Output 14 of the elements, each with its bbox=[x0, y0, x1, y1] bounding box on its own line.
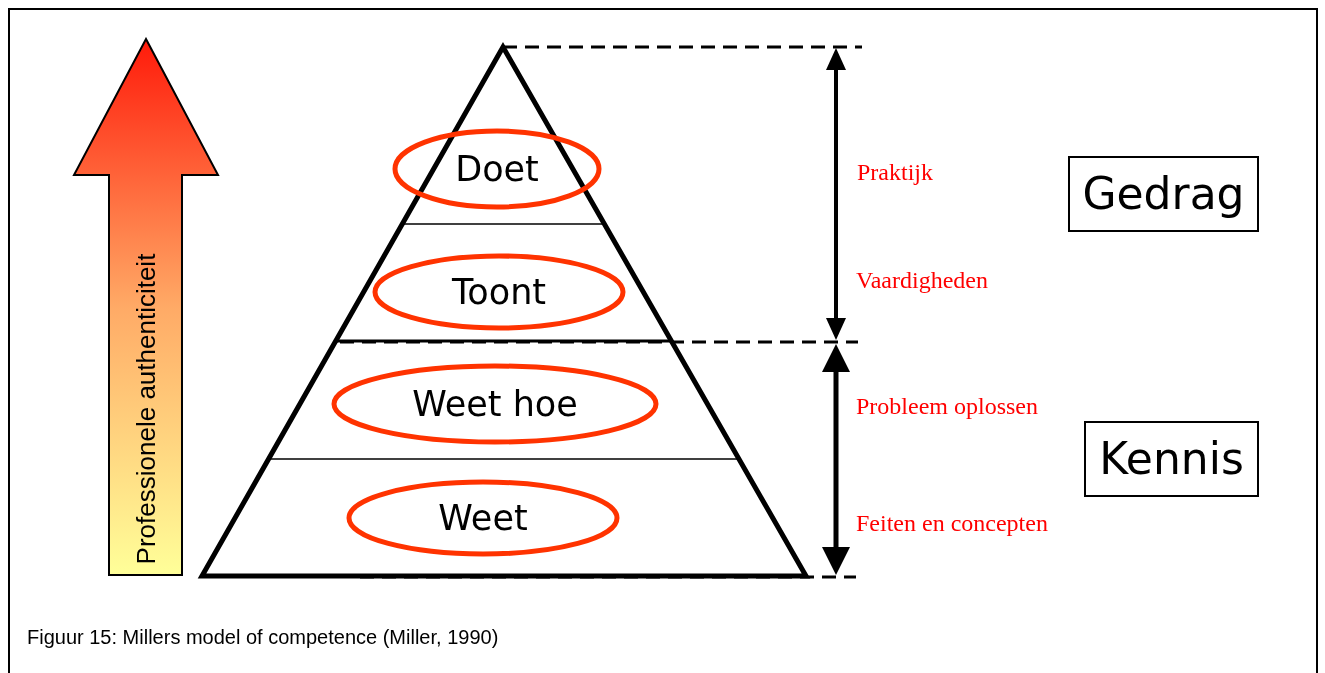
side-label: Feiten en concepten bbox=[856, 509, 1048, 538]
side-label: Praktijk bbox=[857, 158, 933, 187]
node-label: Kennis bbox=[1099, 432, 1244, 486]
side-label: Vaardigheden bbox=[856, 266, 988, 295]
figure-caption: Figuur 15: Millers model of competence (Miller, 1990) bbox=[27, 625, 499, 650]
node-label: Doet bbox=[455, 148, 539, 189]
node-label: Gedrag bbox=[1082, 167, 1245, 221]
side-label: Probleem oplossen bbox=[856, 392, 1038, 421]
node-label: Professionele authenticiteit bbox=[131, 253, 161, 565]
node-label: Weet bbox=[438, 497, 528, 538]
text-box bbox=[1084, 421, 1259, 497]
text-box bbox=[1068, 156, 1259, 232]
node-label: Toont bbox=[451, 271, 547, 312]
node-label: Weet hoe bbox=[412, 383, 578, 424]
